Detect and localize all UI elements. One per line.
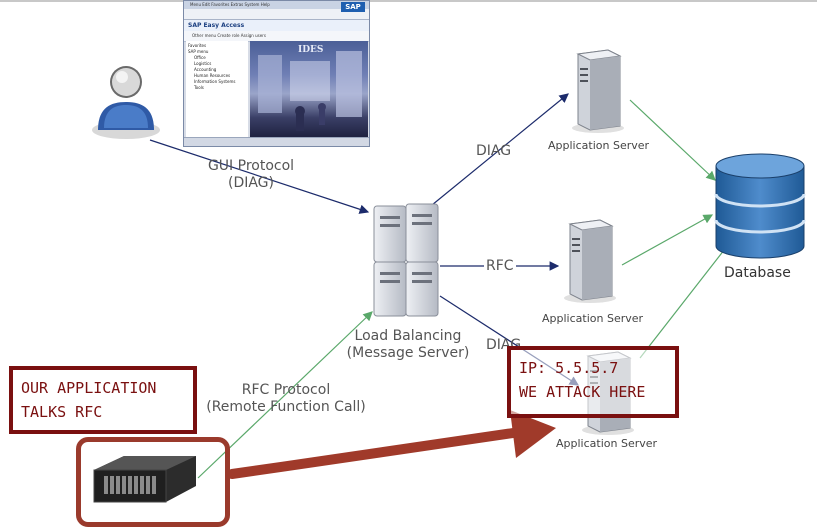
sap-menu-bar: Menu Edit Favorites Extras System Help xyxy=(184,1,369,9)
tree-item: SAP menu xyxy=(188,49,209,54)
banner-text: IDES xyxy=(298,45,324,55)
tree-item: Human Resources xyxy=(194,73,231,78)
load-balancing-text: Load Balancing xyxy=(354,328,462,344)
line-user-to-lb xyxy=(149,139,370,214)
load-balancer-server-icon xyxy=(373,203,439,317)
app-server-bottom-label: Application Server xyxy=(556,437,658,450)
line-app-top-to-db xyxy=(629,99,716,181)
tree-item: Information Systems xyxy=(194,79,236,84)
sap-logo: SAP xyxy=(341,2,365,12)
banner-scene xyxy=(258,51,362,131)
sap-banner-image: IDES xyxy=(250,41,368,137)
callout-attack-target: IP: 5.5.5.7 WE ATTACK HERE xyxy=(507,346,679,418)
load-balancing-subtext: (Message Server) xyxy=(346,345,470,361)
sap-gui-screenshot: Menu Edit Favorites Extras System Help S… xyxy=(183,0,370,147)
database-label: Database xyxy=(724,265,791,281)
gui-protocol-label: GUI Protocol (DIAG) xyxy=(196,158,306,192)
load-balancing-label: Load Balancing (Message Server) xyxy=(336,328,480,362)
sap-title: SAP Easy Access xyxy=(184,20,369,31)
callout-right-line-2: WE ATTACK HERE xyxy=(519,383,646,401)
app-server-top-label: Application Server xyxy=(548,139,650,152)
callout-right-line-1: IP: 5.5.5.7 xyxy=(519,359,619,377)
rfc-protocol-label: RFC Protocol (Remote Function Call) xyxy=(194,382,378,416)
callout-our-application: OUR APPLICATION TALKS RFC xyxy=(9,366,197,434)
user-icon xyxy=(92,66,160,139)
attack-arrow-head xyxy=(510,410,556,458)
database-icon xyxy=(714,153,806,259)
attack-arrow xyxy=(227,427,525,479)
tree-item: Logistics xyxy=(194,61,212,66)
line-app-mid-to-db xyxy=(621,214,714,266)
sap-command-bar xyxy=(184,9,369,20)
rfc-protocol-text: RFC Protocol xyxy=(241,382,331,398)
gui-protocol-subtext: (DIAG) xyxy=(227,175,274,191)
rfc-appliance-icon xyxy=(93,456,196,503)
callout-left-line-1: OUR APPLICATION xyxy=(21,379,157,397)
tree-item: Accounting xyxy=(194,67,217,72)
gui-protocol-text: GUI Protocol xyxy=(207,158,295,174)
callout-left-line-2: TALKS RFC xyxy=(21,403,103,421)
appliance-highlight-box xyxy=(76,437,230,527)
tree-item: Office xyxy=(194,55,206,60)
tree-item: Favorites xyxy=(188,43,207,48)
tree-item: Tools xyxy=(194,85,204,90)
app-server-mid-label: Application Server xyxy=(542,312,644,325)
sap-menu-tree: Favorites SAP menu Office Logistics Acco… xyxy=(186,41,248,137)
line-lb-to-app-top xyxy=(431,93,569,206)
line-app-bottom-to-db xyxy=(639,244,729,359)
rfc-protocol-subtext: (Remote Function Call) xyxy=(206,399,366,415)
sap-status-bar xyxy=(184,137,369,146)
app-server-mid-icon xyxy=(564,219,616,303)
rfc-mid-label: RFC xyxy=(484,258,516,275)
app-server-top-icon xyxy=(572,49,624,133)
diag-top-label: DIAG xyxy=(476,143,512,159)
top-divider xyxy=(0,0,817,2)
